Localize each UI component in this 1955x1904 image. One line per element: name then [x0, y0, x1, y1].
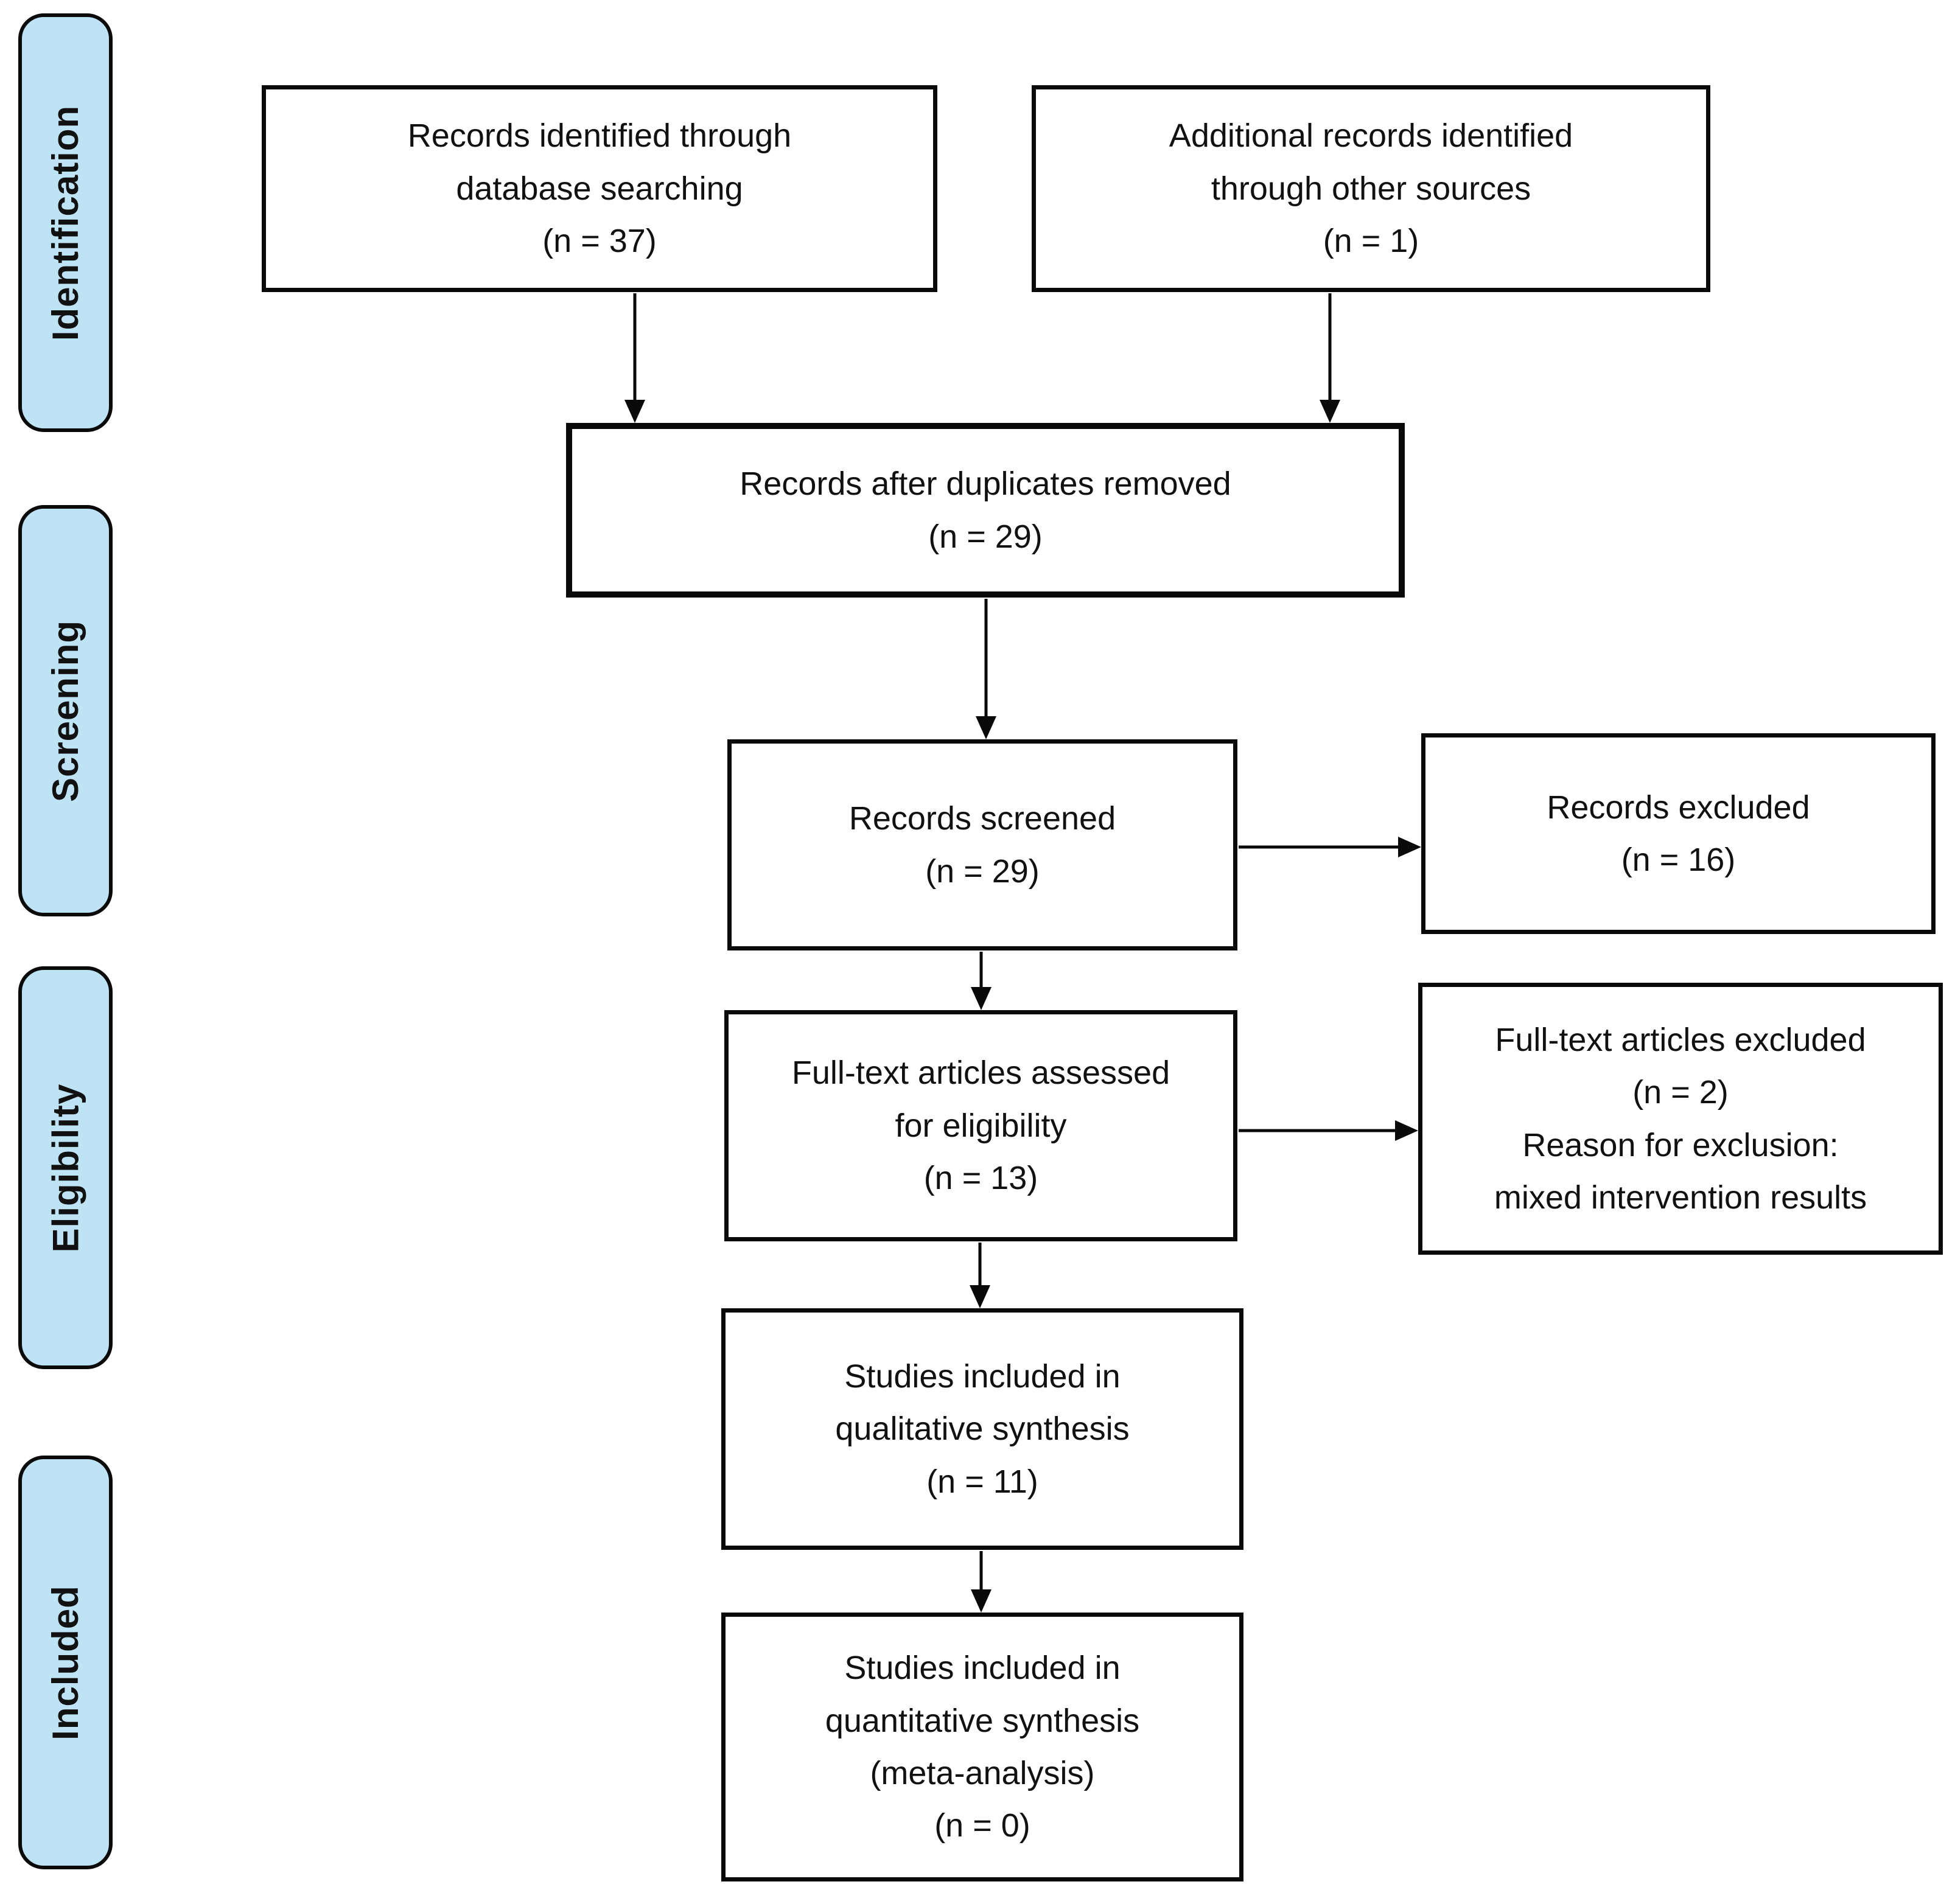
stage-label-identification: Identification — [45, 105, 86, 341]
stage-band-screening: Screening — [18, 505, 113, 916]
box-fulltext-assessed-text: Full-text articles assessed for eligibil… — [791, 1055, 1170, 1197]
arrow-down-head-icon — [624, 400, 645, 423]
arrow-shaft — [979, 1551, 983, 1592]
arrow-identified-to-duplicates — [624, 293, 645, 423]
stage-band-eligibility: Eligibility — [18, 966, 113, 1369]
box-quantitative-synthesis: Studies included in quantitative synthes… — [721, 1613, 1243, 1881]
box-quantitative-synthesis-text: Studies included in quantitative synthes… — [825, 1650, 1140, 1844]
box-additional-records-text: Additional records identified through ot… — [1169, 117, 1573, 260]
stage-label-screening: Screening — [45, 619, 86, 802]
arrow-shaft — [978, 1243, 982, 1288]
arrow-screened-to-fulltext — [971, 952, 991, 1010]
arrow-down-head-icon — [970, 1285, 990, 1308]
arrow-shaft — [979, 952, 983, 989]
box-qualitative-synthesis-text: Studies included in qualitative synthesi… — [835, 1358, 1130, 1500]
box-additional-records: Additional records identified through ot… — [1032, 85, 1710, 292]
box-records-identified: Records identified through database sear… — [262, 85, 937, 292]
box-records-excluded-text: Records excluded (n = 16) — [1547, 789, 1810, 878]
box-fulltext-assessed: Full-text articles assessed for eligibil… — [724, 1010, 1237, 1241]
box-fulltext-excluded: Full-text articles excluded (n = 2) Reas… — [1418, 983, 1943, 1255]
arrow-fulltext-to-qualitative — [970, 1243, 990, 1308]
arrow-right-head-icon — [1395, 1120, 1418, 1141]
arrow-shaft — [984, 599, 988, 719]
box-records-excluded: Records excluded (n = 16) — [1421, 733, 1936, 934]
arrow-shaft — [1328, 293, 1332, 402]
box-duplicates-removed: Records after duplicates removed (n = 29… — [566, 423, 1405, 598]
arrow-down-head-icon — [1320, 400, 1340, 423]
arrow-down-head-icon — [971, 987, 991, 1010]
box-records-screened: Records screened (n = 29) — [727, 739, 1237, 950]
arrow-down-head-icon — [971, 1589, 991, 1613]
arrow-shaft — [633, 293, 637, 402]
stage-band-included: Included — [18, 1456, 113, 1869]
box-duplicates-removed-text: Records after duplicates removed (n = 29… — [740, 466, 1231, 555]
arrow-shaft — [1239, 845, 1401, 849]
arrow-qualitative-to-quantitative — [971, 1551, 991, 1613]
box-records-identified-text: Records identified through database sear… — [407, 117, 792, 260]
arrow-additional-to-duplicates — [1320, 293, 1340, 423]
arrow-duplicates-to-screened — [976, 599, 996, 739]
stage-label-included: Included — [45, 1585, 86, 1740]
arrow-shaft — [1239, 1129, 1397, 1132]
arrow-fulltext-to-excluded — [1239, 1120, 1418, 1141]
box-records-screened-text: Records screened (n = 29) — [848, 800, 1116, 890]
arrow-screened-to-excluded — [1239, 837, 1421, 857]
stage-label-eligibility: Eligibility — [45, 1083, 86, 1252]
arrow-right-head-icon — [1398, 837, 1421, 857]
arrow-down-head-icon — [976, 716, 996, 739]
box-fulltext-excluded-text: Full-text articles excluded (n = 2) Reas… — [1494, 1021, 1867, 1216]
stage-band-identification: Identification — [18, 13, 113, 432]
box-qualitative-synthesis: Studies included in qualitative synthesi… — [721, 1308, 1243, 1550]
